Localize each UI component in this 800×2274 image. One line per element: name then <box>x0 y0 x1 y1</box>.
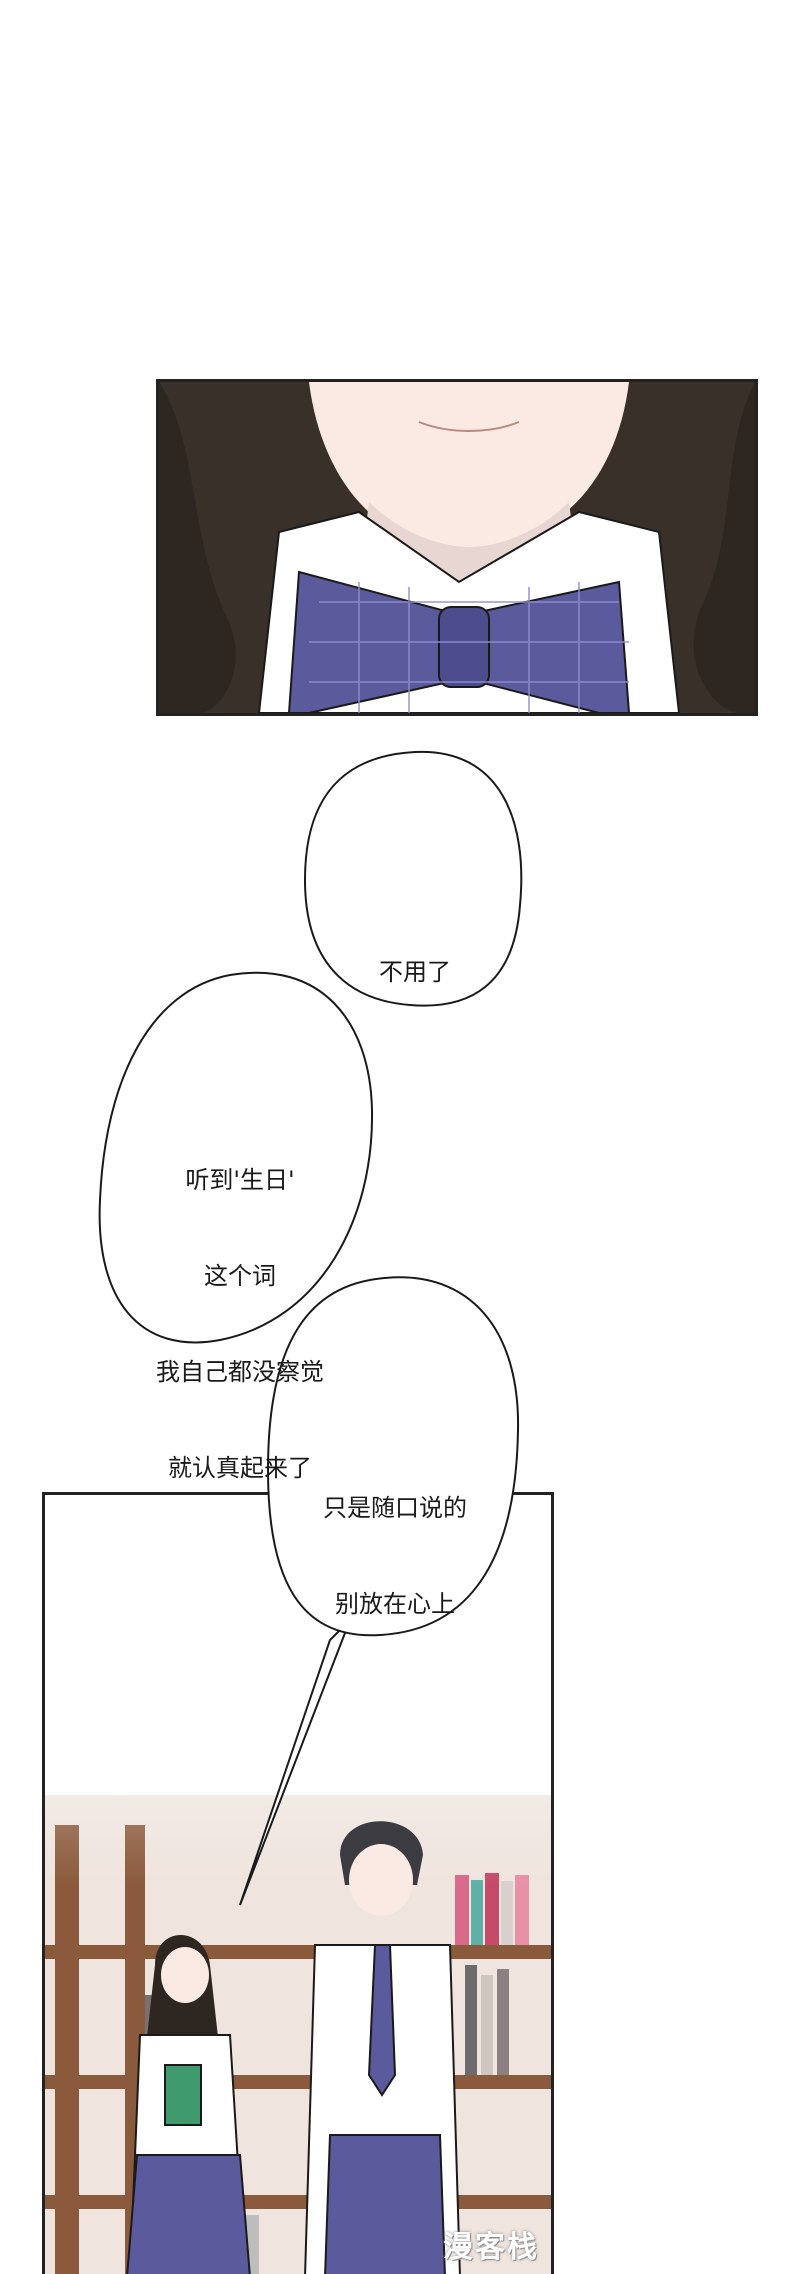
girl-figure <box>126 1935 251 2274</box>
hair-right-strands <box>693 382 755 713</box>
bubble-1-shape <box>303 750 523 1007</box>
boy-figure <box>304 1821 461 2274</box>
speech-line: 别放在心上 <box>335 1590 455 1618</box>
girl-book <box>164 2064 202 2126</box>
speech-bubble-2: 听到'生日' 这个词 我自己都没察觉 就认真起来了 <box>125 1100 355 1516</box>
boy-tie <box>367 1944 397 2097</box>
speech-line: 听到'生日' <box>185 1166 295 1194</box>
chin-skin <box>309 382 629 548</box>
library-illustration <box>45 1495 551 2274</box>
boy-trousers <box>324 2134 446 2274</box>
speech-line: 不用了 <box>379 958 451 986</box>
panel-library: 漫客栈 <box>42 1492 554 2274</box>
boy-face <box>349 1844 413 1916</box>
bubble-2-shape <box>98 971 374 1344</box>
bow-right-wing <box>478 580 631 713</box>
bubble-3-shape <box>266 1276 520 1637</box>
speech-line: 我自己都没察觉 <box>156 1358 324 1386</box>
speech-line: 只是随口说的 <box>323 1494 467 1522</box>
plaid-lines <box>309 582 629 713</box>
lips <box>418 421 520 432</box>
girl-skirt <box>126 2154 251 2274</box>
girl-face <box>161 1947 209 2003</box>
top-fade <box>45 1495 551 2274</box>
bubble-tail <box>239 1619 351 1906</box>
speech-bubble-3: 只是随口说的 别放在心上 <box>290 1428 500 1652</box>
closeup-illustration <box>159 382 755 713</box>
bow-knot <box>438 606 490 688</box>
speech-line: 就认真起来了 <box>168 1454 312 1482</box>
panel-closeup <box>156 379 758 716</box>
speech-line: 这个词 <box>204 1262 276 1290</box>
speech-bubble-1: 不用了 <box>360 892 470 1020</box>
hair-left-strands <box>159 382 236 713</box>
watermark-logo: 漫客栈 <box>443 2230 539 2265</box>
